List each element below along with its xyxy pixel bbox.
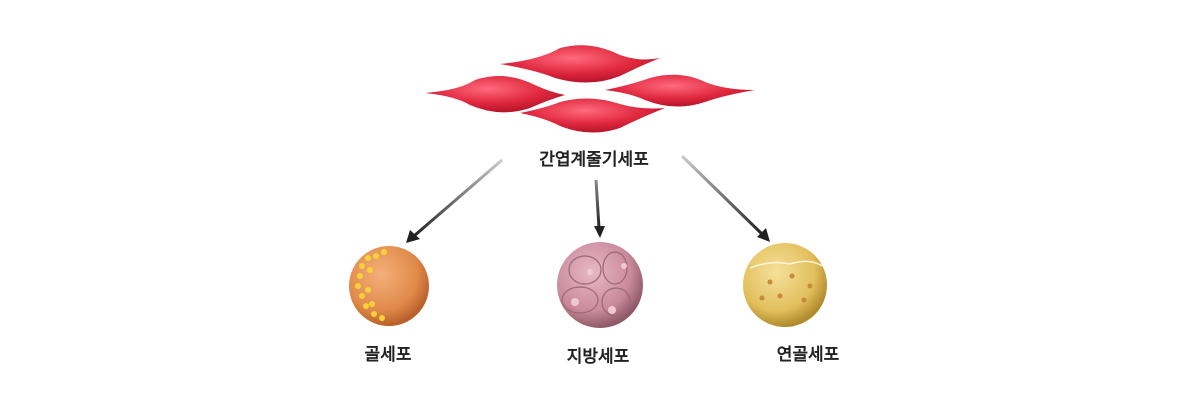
bone-cell [349, 246, 429, 326]
arrow-to-fat [594, 179, 601, 229]
arrowhead-icon [757, 228, 770, 242]
arrow-to-cartilage [680, 154, 764, 236]
cartilage-cell [743, 243, 827, 327]
bone-cell-label: 골세포 [364, 345, 412, 365]
spindle-cell [425, 76, 565, 113]
arrows [406, 154, 770, 243]
cartilage-cell-label: 연골세포 [776, 345, 840, 365]
spindle-cell [520, 98, 665, 133]
arrowhead-icon [594, 226, 605, 238]
fat-cell-label: 지방세포 [566, 347, 630, 367]
stem-cell-label: 간엽계줄기세포 [539, 150, 649, 170]
stem-cells [425, 45, 755, 133]
arrow-to-bone [413, 158, 503, 238]
spindle-cell [605, 74, 755, 107]
spindle-cell [500, 45, 660, 83]
fat-cell [557, 242, 643, 328]
arrowhead-icon [406, 230, 420, 243]
